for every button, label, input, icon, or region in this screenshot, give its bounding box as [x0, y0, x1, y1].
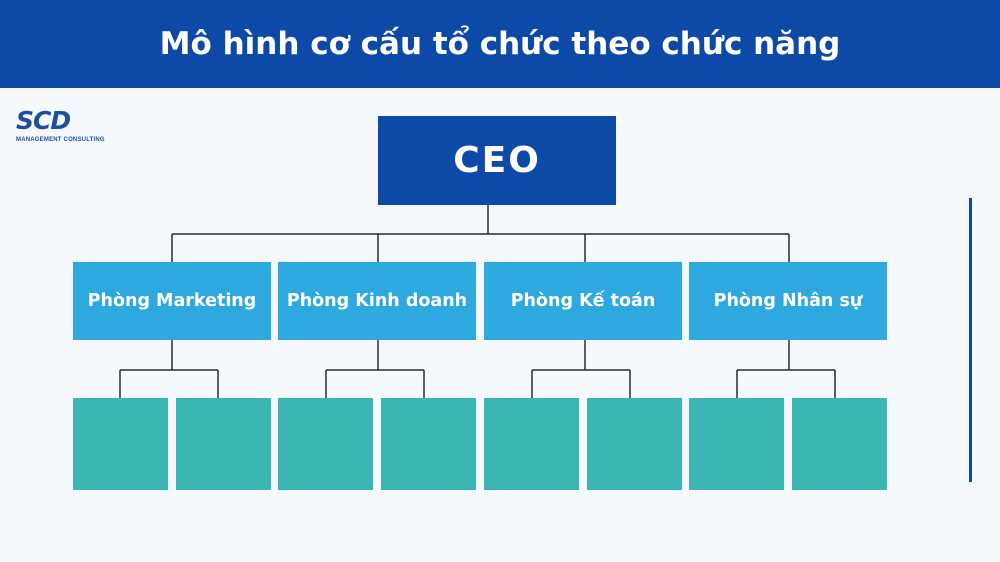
vertical-divider: [969, 198, 972, 482]
department-hr: Phòng Nhân sự: [689, 262, 887, 340]
sub-unit-box: [278, 398, 373, 490]
department-sales: Phòng Kinh doanh: [278, 262, 476, 340]
department-accounting: Phòng Kế toán: [484, 262, 682, 340]
sub-unit-box: [587, 398, 682, 490]
company-logo: SCD MANAGEMENT CONSULTING: [16, 106, 105, 147]
logo-subtitle: MANAGEMENT CONSULTING: [16, 137, 105, 143]
department-marketing: Phòng Marketing: [73, 262, 271, 340]
logo-mark: SCD: [16, 106, 71, 135]
sub-unit-box: [381, 398, 476, 490]
page-title: Mô hình cơ cấu tổ chức theo chức năng: [159, 26, 841, 62]
sub-unit-box: [689, 398, 784, 490]
sub-unit-box: [73, 398, 168, 490]
sub-unit-box: [484, 398, 579, 490]
sub-unit-box: [792, 398, 887, 490]
sub-unit-box: [176, 398, 271, 490]
ceo-box: CEO: [378, 116, 616, 205]
header-bar: Mô hình cơ cấu tổ chức theo chức năng: [0, 0, 1000, 88]
